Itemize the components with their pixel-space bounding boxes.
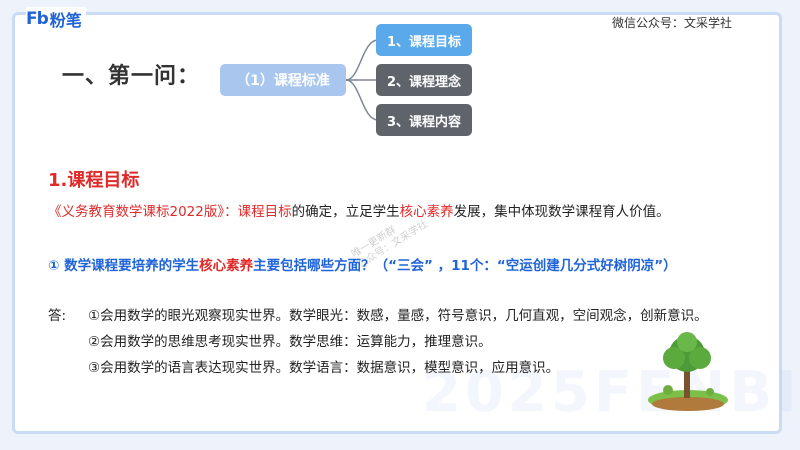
answer-label: 答: — [48, 308, 67, 324]
answer-block: 答: ①会用数学的眼光观察现实世界。数学眼光：数感，量感，符号意识，几何直观，空间… — [48, 303, 708, 381]
answer-item-3: ③会用数学的语言表达现实世界。数学语言：数据意识，模型意识，应用意识。 — [88, 360, 560, 376]
mindmap-node-course-goals: 1、课程目标 — [376, 24, 472, 56]
brand-name: 粉笔 — [49, 11, 82, 30]
watermark-fenbi: 2025FENBI — [422, 360, 800, 425]
answer-row: ②会用数学的思维思考现实世界。数学思维：运算能力，推理意识。 — [48, 329, 708, 355]
brand-mark: Fb — [26, 9, 49, 29]
answer-row: ③会用数学的语言表达现实世界。数学语言：数据意识，模型意识，应用意识。 — [48, 355, 708, 381]
section-title: 1.课程目标 — [48, 170, 140, 191]
answer-row: 答: ①会用数学的眼光观察现实世界。数学眼光：数感，量感，符号意识，几何直观，空间… — [48, 303, 708, 329]
standard-statement: 《义务教育数学课标2022版》：课程目标的确定，立足学生核心素养发展，集中体现数… — [48, 200, 670, 220]
question-highlight: 核心素养 — [199, 258, 254, 274]
tree-illustration — [648, 332, 728, 411]
answer-item-2: ②会用数学的思维思考现实世界。数学思维：运算能力，推理意识。 — [88, 334, 492, 350]
mindmap-node-course-philosophy: 2、课程理念 — [376, 64, 472, 96]
source-title: 《义务教育数学课标2022版》： — [48, 204, 238, 220]
statement-mid: 的确定，立足学生 — [291, 204, 400, 220]
question-heading: 一、第一问： — [62, 64, 201, 89]
question-suffix: 主要包括哪些方面？（“三会” ，11个：“空运创建几分式好树阴凉”） — [253, 258, 677, 274]
mindmap-center-node: （1）课程标准 — [220, 64, 346, 96]
brand-logo: Fb 粉笔 — [26, 7, 86, 31]
mindmap-connectors — [346, 39, 378, 121]
wechat-account-label: 微信公众号：文采学社 — [612, 16, 733, 30]
question-line: ① 数学课程要培养的学生核心素养主要包括哪些方面？（“三会” ，11个：“空运创… — [48, 254, 677, 274]
mindmap-node-course-content: 3、课程内容 — [376, 104, 472, 136]
answer-item-1: ①会用数学的眼光观察现实世界。数学眼光：数感，量感，符号意识，几何直观，空间观念… — [88, 308, 708, 324]
term-core-literacy: 核心素养 — [399, 204, 454, 220]
statement-end: 发展，集中体现数学课程育人价值。 — [453, 204, 670, 220]
question-prefix: ① 数学课程要培养的学生 — [48, 258, 200, 274]
term-course-goals: 课程目标 — [237, 204, 292, 220]
